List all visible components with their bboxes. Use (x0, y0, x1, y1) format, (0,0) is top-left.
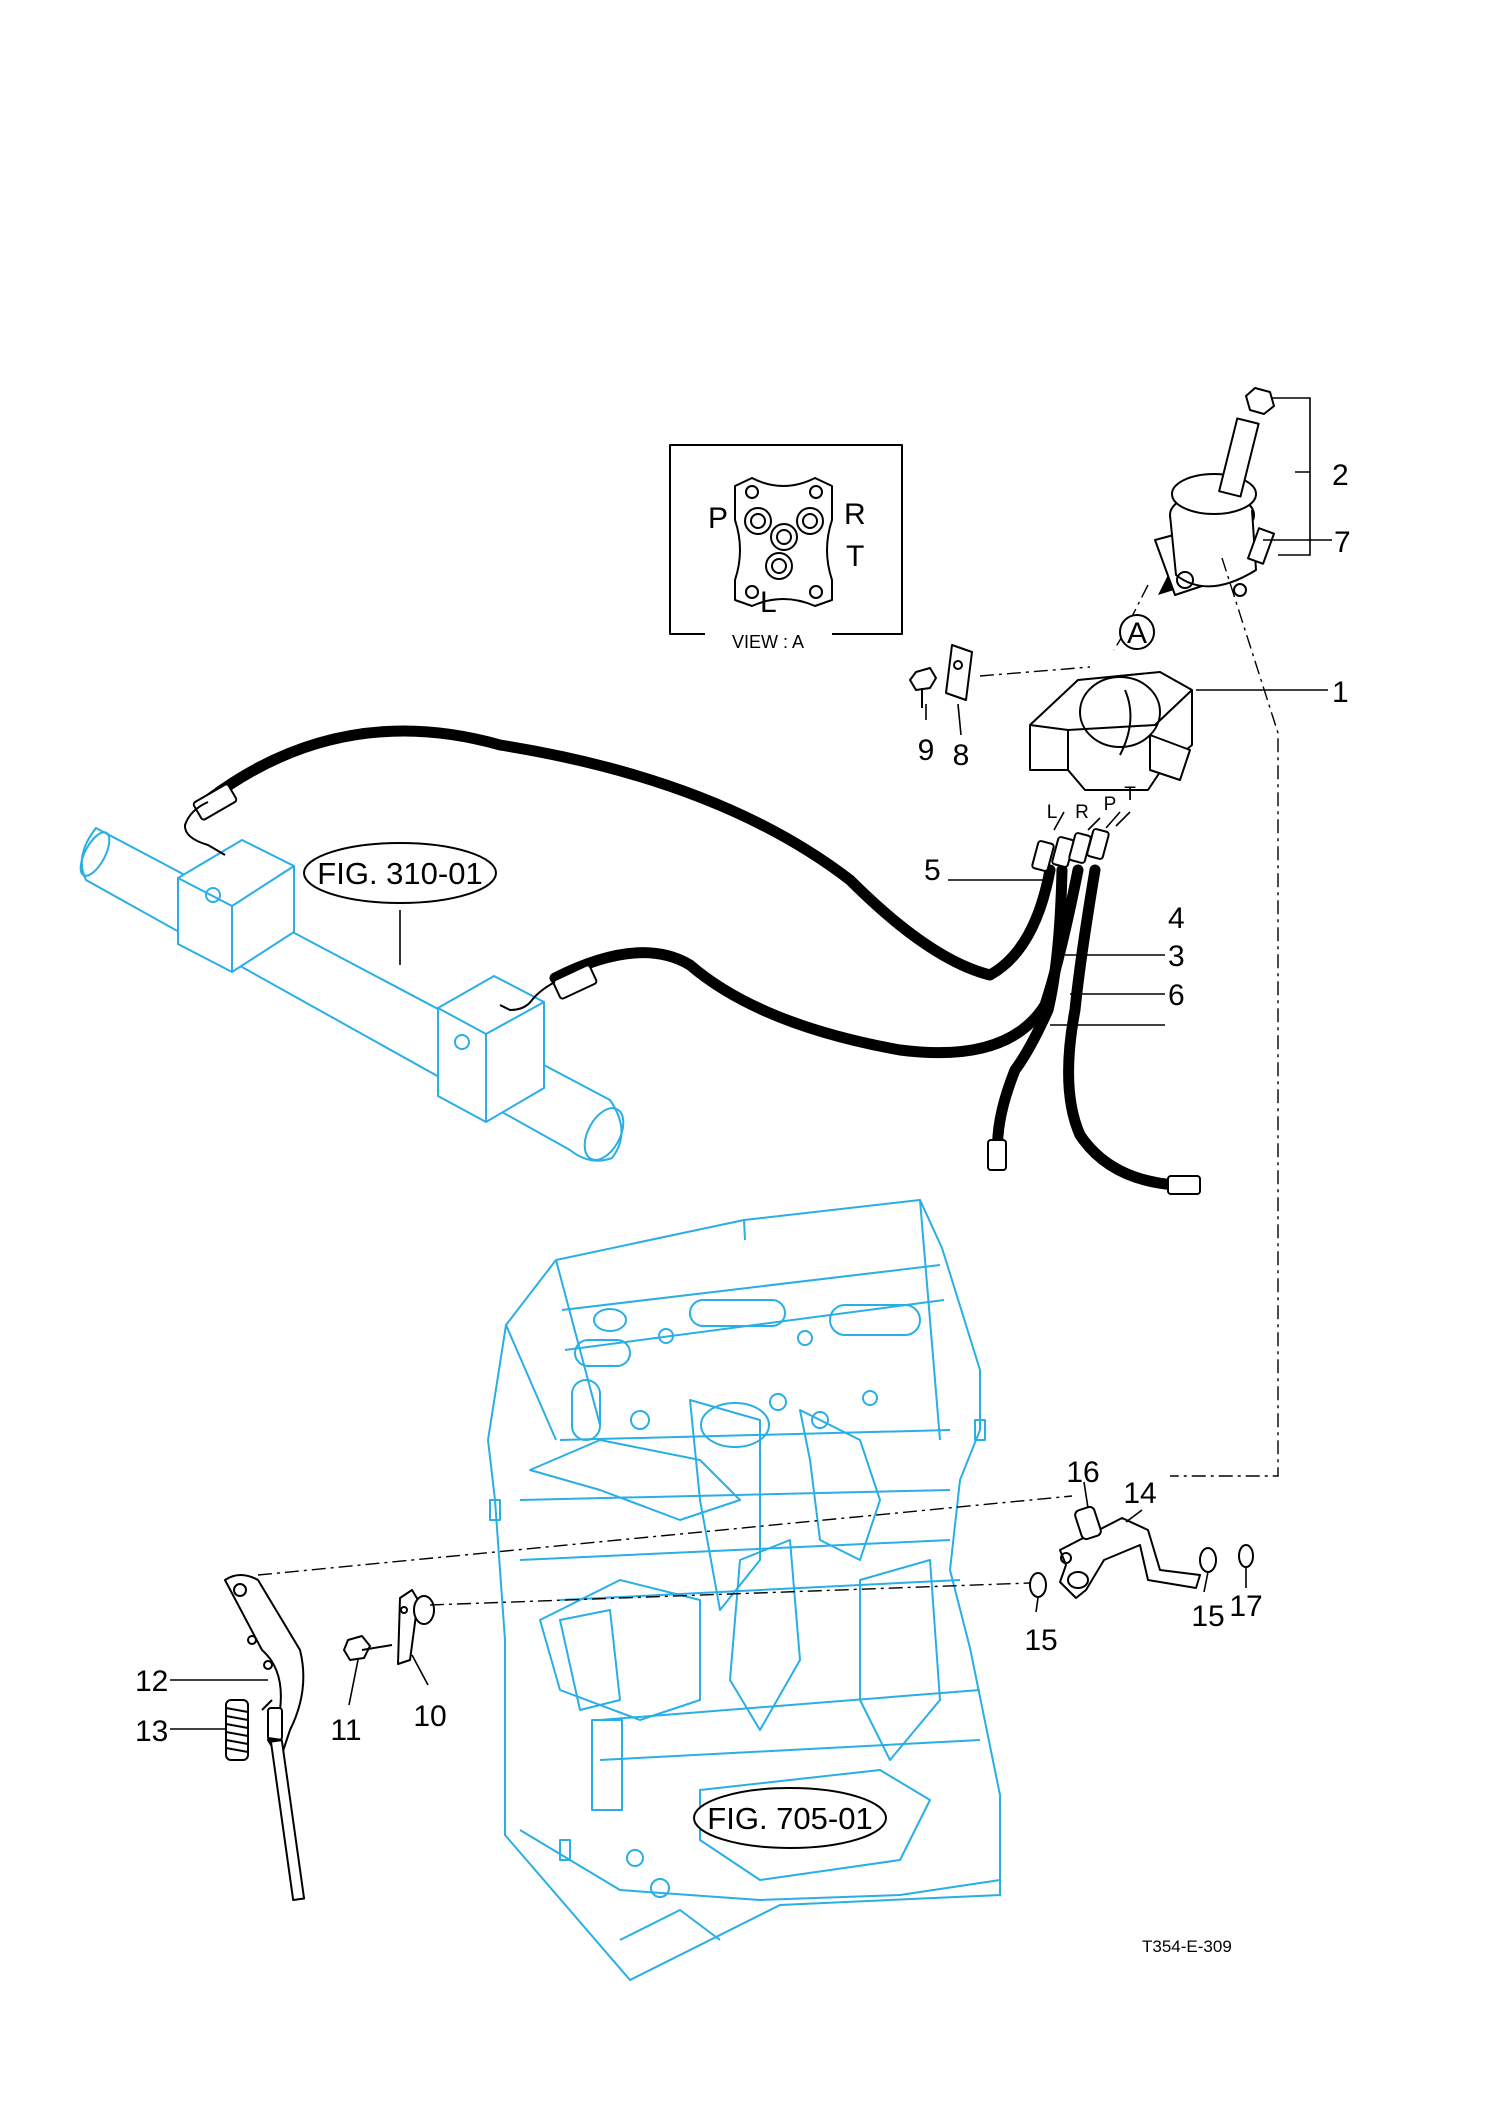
steering-unit-assembly (1029, 387, 1275, 791)
hose-port-r-label: R (1075, 802, 1089, 823)
callout-2: 2 (1332, 459, 1349, 492)
view-port-p-label: P (708, 502, 728, 535)
steering-cylinder-reference (79, 826, 625, 1162)
callout-8: 8 (953, 739, 970, 772)
dash-frame-reference (486, 1198, 1001, 1982)
callout-7: 7 (1334, 526, 1351, 559)
callout-13: 13 (135, 1715, 168, 1748)
hose-port-t-label: T (1124, 784, 1136, 805)
callout-14: 14 (1123, 1477, 1156, 1510)
linkage-parts (224, 557, 1279, 1902)
callout-1: 1 (1332, 676, 1349, 709)
fig-310-oval[interactable] (303, 842, 497, 904)
callout-12: 12 (135, 1665, 168, 1698)
view-a-marker-label: A (1127, 617, 1147, 650)
callout-6: 6 (1168, 979, 1185, 1012)
callout-4: 4 (1168, 902, 1185, 935)
view-caption: VIEW : A (732, 632, 804, 652)
hose-port-p-label: P (1104, 794, 1117, 815)
view-a-marker (1119, 614, 1155, 650)
callout-11: 11 (330, 1714, 361, 1747)
fig-310-ref[interactable]: FIG. 310-01 (317, 856, 482, 891)
hose-port-l-label: L (1047, 802, 1058, 823)
callout-15-right: 15 (1191, 1600, 1224, 1633)
leader-lines (170, 397, 1332, 1730)
callout-16: 16 (1066, 1456, 1099, 1489)
callout-10: 10 (413, 1700, 446, 1733)
hoses (183, 725, 1201, 1195)
plate-and-bolt (909, 644, 1091, 708)
callout-15-left: 15 (1024, 1624, 1057, 1657)
callout-17: 17 (1229, 1590, 1262, 1623)
callout-3: 3 (1168, 940, 1185, 973)
fig-705-oval[interactable] (693, 1787, 887, 1849)
view-port-l-label: L (760, 586, 777, 619)
callout-5: 5 (924, 854, 941, 887)
callout-9: 9 (918, 734, 935, 767)
drawing-id: T354-E-309 (1142, 1937, 1232, 1956)
view-port-r-label: R (844, 498, 866, 531)
callout-numbers: 1 2 3 4 5 6 7 8 9 10 11 12 13 14 15 15 1… (135, 459, 1351, 1748)
fig-705-ref[interactable]: FIG. 705-01 (707, 1801, 872, 1836)
view-a-inset: P R T L VIEW : A (669, 444, 903, 652)
view-port-t-label: T (846, 540, 864, 573)
